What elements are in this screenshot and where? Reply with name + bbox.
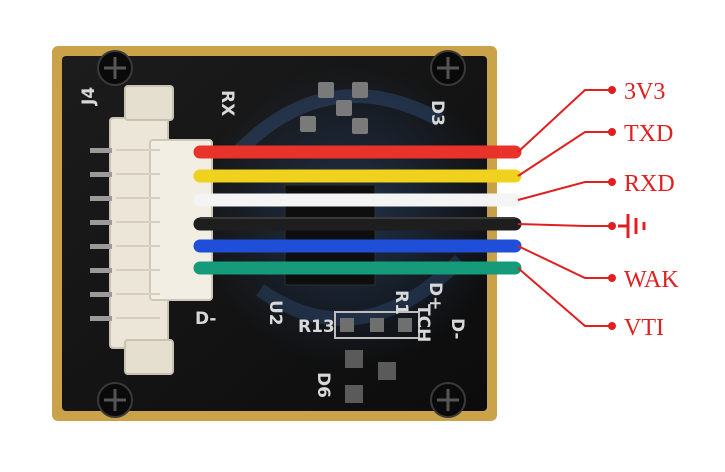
screw-top-right [430, 50, 466, 86]
smd-pads-top [300, 82, 368, 134]
pin-label-3v3: 3V3 [624, 79, 665, 105]
callout-lines [517, 89, 612, 327]
wire-harness [193, 145, 522, 275]
silk-rx: RX [217, 90, 237, 116]
silk-d3: D3 [427, 100, 447, 126]
pin-label-wak: WAK [624, 267, 679, 293]
silk-u2: U2 [265, 300, 285, 326]
silk-r1: R1 [391, 290, 411, 315]
ground-icon [618, 214, 646, 238]
pin-label-rxd: RXD [624, 171, 675, 197]
screw-bottom-right [430, 382, 466, 418]
pin-label-vti: VTI [624, 315, 664, 341]
silk-tch: TCH [413, 304, 433, 342]
silk-dminus-left: D- [195, 309, 216, 329]
callout-dots [608, 86, 616, 330]
screw-bottom-left [97, 382, 133, 418]
smd-pads-bottom [334, 311, 420, 403]
silk-d6: D6 [313, 372, 333, 398]
silk-j4: J4 [79, 87, 99, 106]
silk-dminus-right: D- [447, 318, 467, 339]
screw-top-left [97, 50, 133, 86]
silk-dplus: D+ [425, 282, 445, 310]
silk-r13: R13 [298, 317, 335, 337]
pin-label-txd: TXD [624, 121, 673, 147]
